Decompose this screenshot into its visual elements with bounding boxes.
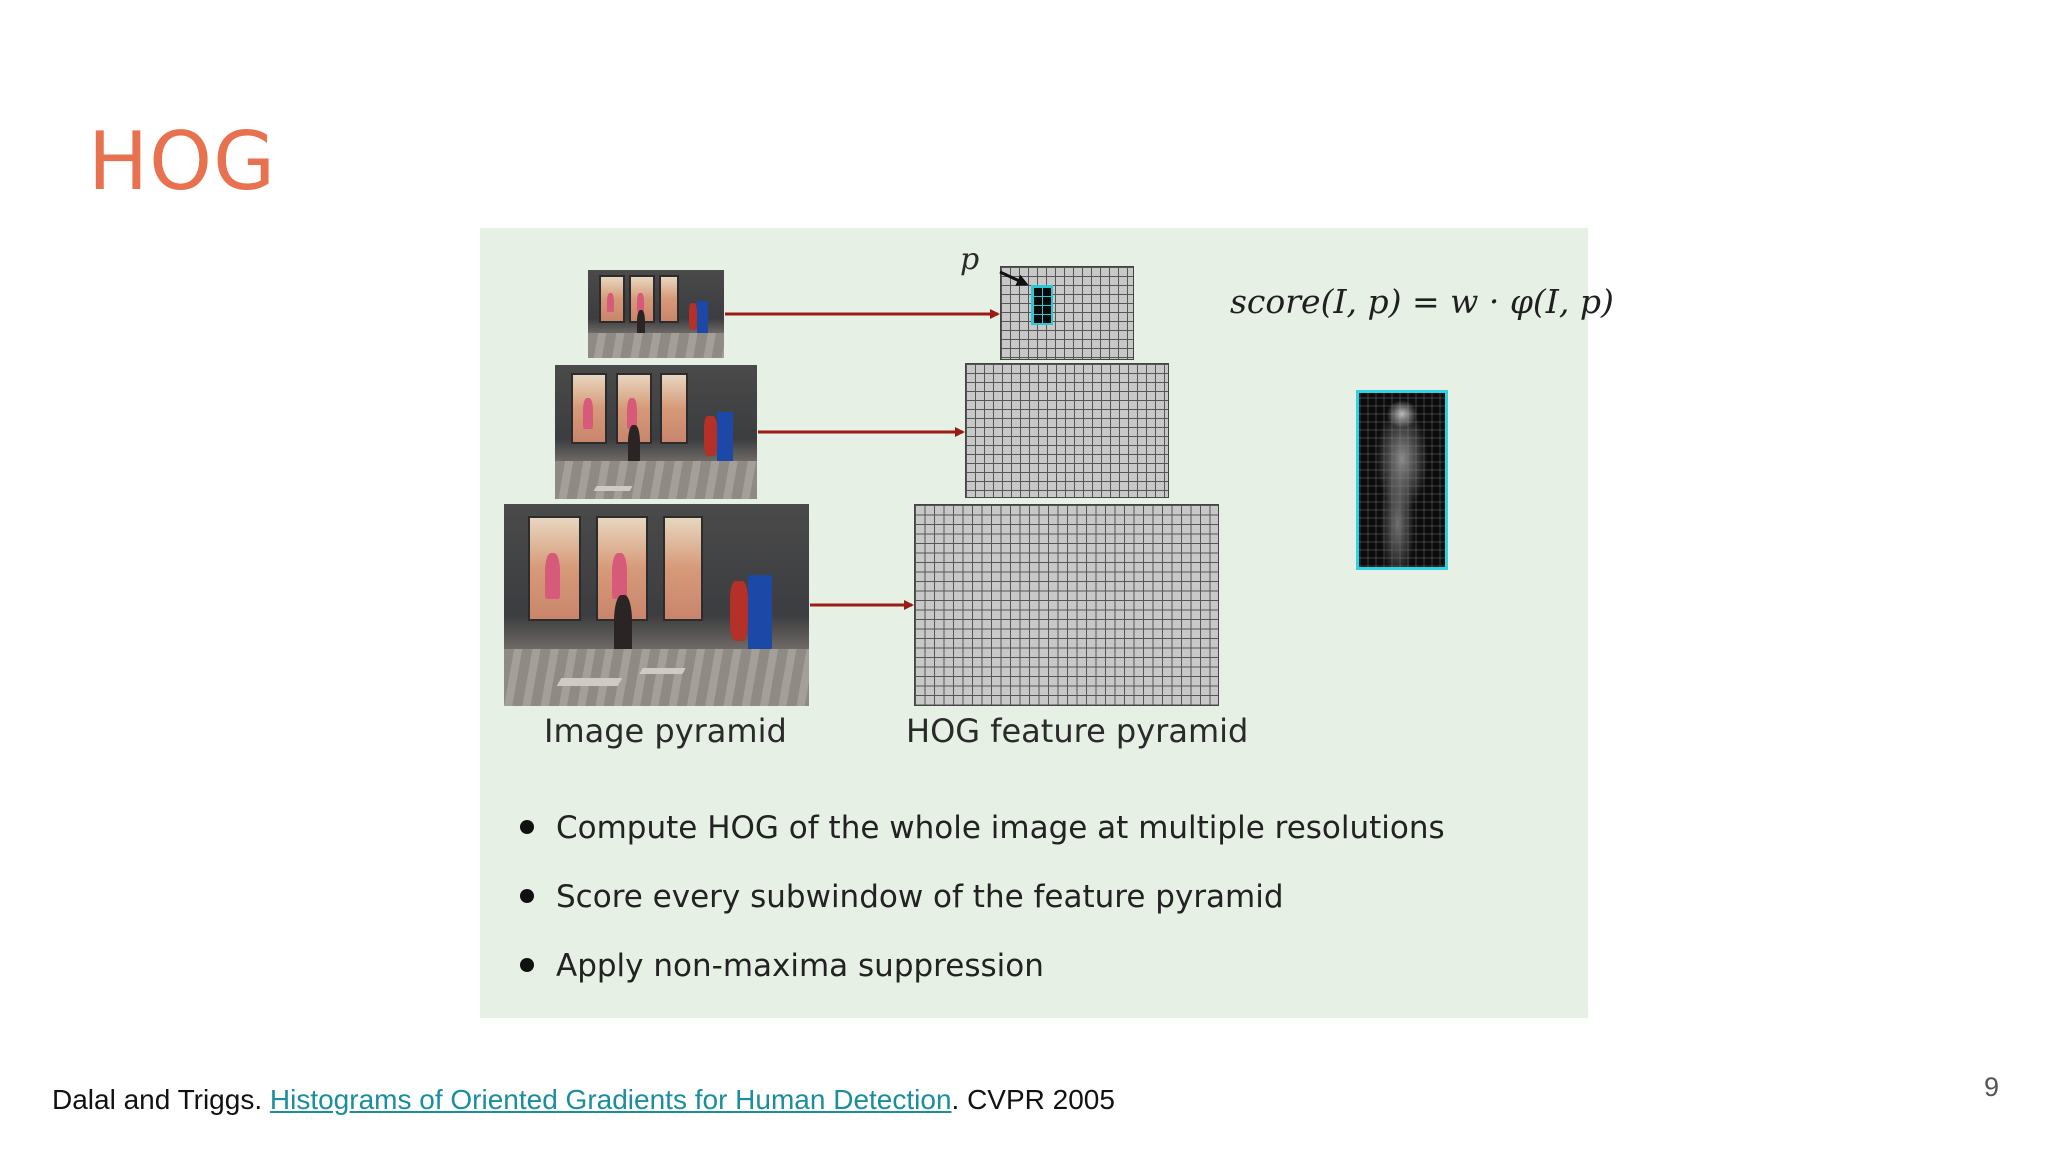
bullet-list: Compute HOG of the whole image at multip… (520, 808, 1445, 1015)
image-pyramid-label: Image pyramid (544, 712, 787, 750)
citation: Dalal and Triggs. Histograms of Oriented… (52, 1084, 1115, 1116)
bullet-item: Apply non-maxima suppression (520, 946, 1445, 1015)
window-highlight (1031, 285, 1053, 325)
bullet-item: Compute HOG of the whole image at multip… (520, 808, 1445, 877)
feature-grid-large (914, 504, 1219, 706)
score-formula: score(I, p) = w · φ(I, p) (1230, 282, 1614, 321)
page-number: 9 (1984, 1072, 2000, 1102)
feature-pyramid-label: HOG feature pyramid (906, 712, 1249, 750)
bullet-dot-icon (520, 889, 534, 903)
bullet-item: Score every subwindow of the feature pyr… (520, 877, 1445, 946)
citation-venue: . CVPR 2005 (951, 1084, 1115, 1115)
slide-title: HOG (88, 115, 277, 208)
pyramid-arrows (725, 270, 1029, 610)
bullet-dot-icon (520, 958, 534, 972)
feature-grid-medium (965, 363, 1169, 498)
hog-figure: p score(I, p) = w · φ(I, p) Image pyrami… (480, 228, 1614, 1018)
paper-link[interactable]: Histograms of Oriented Gradients for Hum… (269, 1084, 952, 1115)
pyramid-image-small (588, 270, 724, 358)
point-label: p (960, 242, 980, 277)
citation-authors: Dalal and Triggs. (52, 1084, 263, 1115)
pyramid-image-large (504, 504, 809, 706)
hog-template-image (1356, 390, 1448, 570)
bullet-dot-icon (520, 820, 534, 834)
arrow-p (999, 270, 1029, 286)
pyramid-image-medium (555, 365, 757, 499)
